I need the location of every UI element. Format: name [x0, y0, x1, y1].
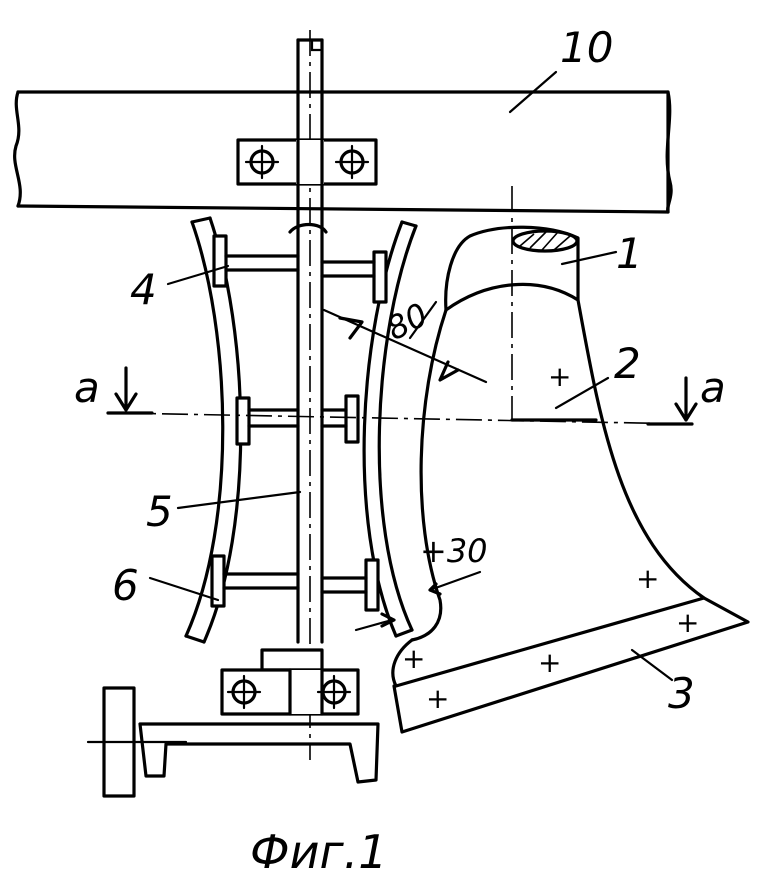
bolt-marks: + + + + + + [402, 360, 699, 715]
section-mark-right: a [700, 363, 726, 412]
moldboard [410, 282, 706, 642]
beam [13, 90, 673, 214]
bolt-mark: + [548, 360, 571, 393]
beam-clamp [236, 138, 378, 186]
bolt-mark: + [426, 682, 449, 715]
bolt-mark: + [636, 562, 659, 595]
figure-caption: Фиг.1 [250, 825, 388, 879]
label-plate: 6 [112, 561, 139, 610]
label-rod: 5 [146, 487, 173, 536]
standard [444, 186, 580, 420]
label-share: 3 [668, 669, 695, 718]
dimension-label: +30 [420, 532, 488, 570]
leader-lines [148, 70, 674, 682]
share [391, 596, 750, 734]
bolt-mark: + [402, 642, 425, 675]
label-beam: 10 [560, 23, 613, 72]
section-line [106, 366, 698, 426]
label-support: 4 [130, 265, 157, 314]
right-support [344, 220, 418, 638]
bolt-mark: + [538, 646, 561, 679]
label-standard: 1 [616, 229, 643, 278]
section-mark-left: a [74, 363, 100, 412]
cross-bars [222, 254, 376, 594]
left-support [184, 216, 251, 644]
label-moldboard: 2 [614, 339, 641, 388]
wheel [86, 686, 188, 798]
bolt-mark: + [676, 606, 699, 639]
dimension-80: 80 [322, 295, 488, 384]
dimension-30: +30 [354, 532, 488, 632]
bottom-bracket [138, 648, 380, 784]
